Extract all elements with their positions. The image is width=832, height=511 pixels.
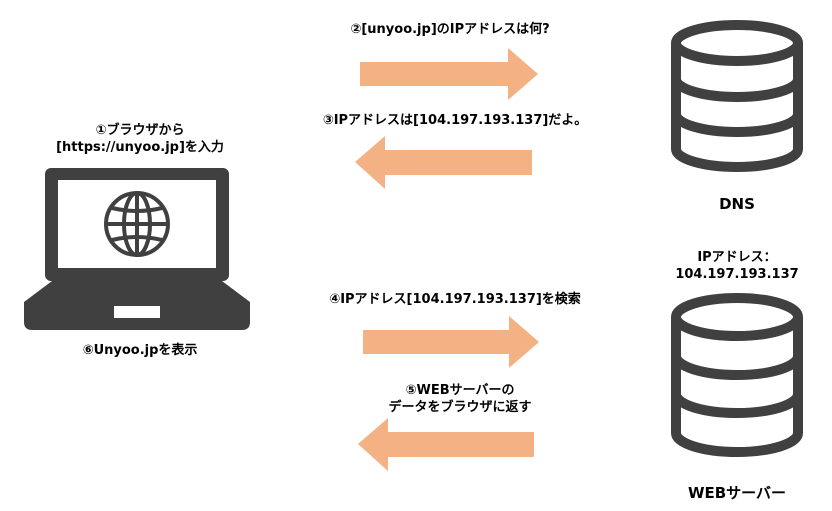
dns-caption: DNS bbox=[719, 195, 755, 213]
web-ip-label-line2: 104.197.193.137 bbox=[675, 267, 799, 282]
step5-label-line1: ⑤WEBサーバーの bbox=[405, 383, 515, 398]
step6-label: ⑥Unyoo.jpを表示 bbox=[82, 343, 198, 358]
step1-label-line2: [https://unyoo.jp]を入力 bbox=[56, 140, 224, 155]
arrow-left-step3 bbox=[355, 136, 532, 189]
arrow-right-step2 bbox=[360, 48, 538, 100]
arrow-right-step4 bbox=[363, 316, 539, 368]
web-server-caption: WEBサーバー bbox=[687, 484, 787, 502]
laptop-globe-icon bbox=[24, 168, 250, 330]
step1-label-line1: ①ブラウザから bbox=[95, 123, 185, 138]
arrow-left-step5 bbox=[358, 418, 534, 471]
web-ip-label-line1: IPアドレス： bbox=[697, 250, 777, 265]
step4-label: ④IPアドレス[104.197.193.137]を検索 bbox=[329, 292, 581, 307]
step2-label: ②[unyoo.jp]のIPアドレスは何? bbox=[350, 22, 550, 37]
dns-server-icon bbox=[671, 20, 803, 172]
step5-label-line2: データをブラウザに返す bbox=[388, 400, 532, 415]
step3-label: ③IPアドレスは[104.197.193.137]だよ。 bbox=[322, 113, 588, 128]
web-server-icon bbox=[671, 293, 803, 457]
